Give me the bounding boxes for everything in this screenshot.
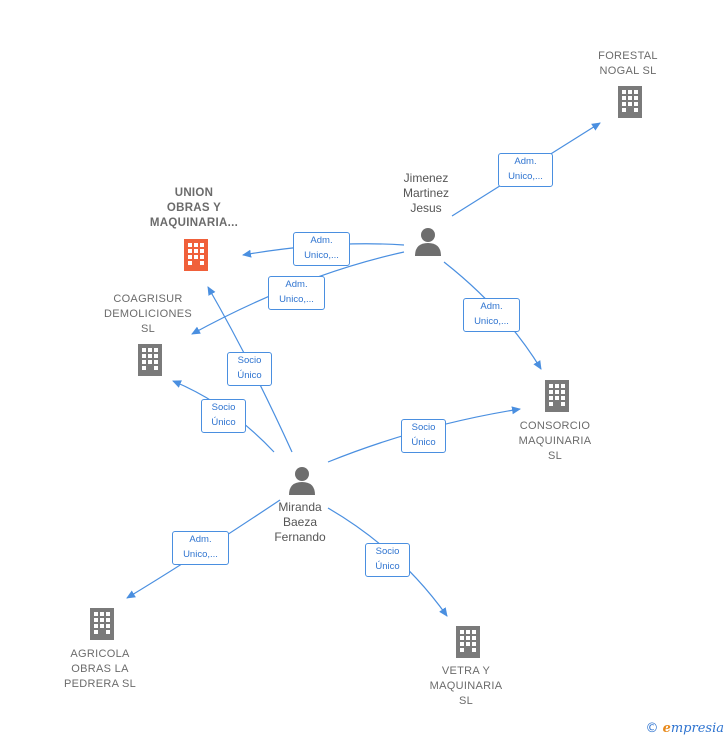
company-label-consorcio[interactable]: CONSORCIO MAQUINARIA SL: [518, 420, 592, 462]
company-label-coagrisur[interactable]: COAGRISUR DEMOLICIONES SL: [104, 293, 192, 335]
building-icon-coagrisur[interactable]: [134, 342, 166, 378]
company-label-union[interactable]: UNION OBRAS Y MAQUINARIA...: [149, 187, 239, 229]
company-label-agricola[interactable]: AGRICOLA OBRAS LA PEDRERA SL: [63, 648, 137, 690]
building-icon-union[interactable]: [180, 237, 212, 273]
building-icon-vetra[interactable]: [452, 624, 484, 660]
company-label-forestal[interactable]: FORESTAL NOGAL SL: [598, 50, 658, 77]
person-label-jimenez[interactable]: Jimenez Martinez Jesus: [402, 171, 449, 215]
building-icon-consorcio[interactable]: [541, 378, 573, 414]
brand-name: mpresia: [670, 721, 724, 736]
edge-label-jimenez-coagrisur: Adm. Unico,...: [268, 276, 325, 310]
person-icon-miranda[interactable]: [287, 465, 317, 495]
person-label-miranda[interactable]: Miranda Baeza Fernando: [274, 500, 326, 544]
empresia-logo: © empresia: [645, 721, 724, 736]
edge-label-miranda-coagrisur: Socio Único: [201, 399, 246, 433]
edge-label-miranda-agricola: Adm. Unico,...: [172, 531, 229, 565]
edge-label-miranda-vetra: Socio Único: [365, 543, 410, 577]
edge-label-miranda-union: Socio Único: [227, 352, 272, 386]
company-label-vetra[interactable]: VETRA Y MAQUINARIA SL: [429, 665, 503, 707]
person-icon-jimenez[interactable]: [413, 226, 443, 256]
edge-label-miranda-consorcio: Socio Único: [401, 419, 446, 453]
edge-label-jimenez-union: Adm. Unico,...: [293, 232, 350, 266]
copyright-icon: ©: [645, 721, 659, 736]
brand-e: e: [662, 721, 671, 736]
building-icon-forestal[interactable]: [614, 84, 646, 120]
building-icon-agricola[interactable]: [86, 606, 118, 642]
edge-label-jimenez-consorcio: Adm. Unico,...: [463, 298, 520, 332]
edge-label-jimenez-forestal: Adm. Unico,...: [498, 153, 553, 187]
